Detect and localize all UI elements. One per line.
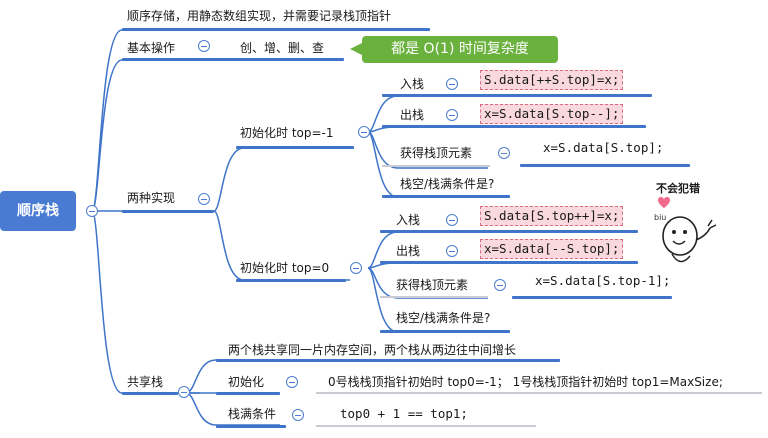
shared-init-detail-underline xyxy=(316,392,762,394)
minus1-push-code: S.data[++S.top]=x; xyxy=(480,70,624,90)
shared-init-toggle[interactable] xyxy=(286,376,298,388)
zero-pop-toggle[interactable] xyxy=(446,245,458,257)
basic-ops-collapse-toggle[interactable] xyxy=(198,40,210,52)
node-shared-underline xyxy=(122,392,178,395)
cartoon-face-sticker: biu xyxy=(654,197,717,263)
shared-init-label: 初始化 xyxy=(228,375,265,389)
zero-push-underline xyxy=(380,230,638,233)
minus1-get-code: x=S.data[S.top]; xyxy=(543,140,664,155)
minus1-get-underline xyxy=(382,165,490,167)
zero-get-toggle[interactable] xyxy=(494,279,506,291)
node-init-zero-underline xyxy=(236,279,346,282)
shared-full-detail-underline xyxy=(316,425,536,427)
node-two-impls-underline xyxy=(122,210,214,213)
node-init-minus1[interactable]: 初始化时 top=-1 xyxy=(240,126,334,140)
minus1-get-toggle[interactable] xyxy=(498,147,510,159)
shared-collapse-toggle[interactable] xyxy=(178,386,190,398)
node-init-zero[interactable]: 初始化时 top=0 xyxy=(240,261,330,275)
minus1-pop-label: 出栈 xyxy=(400,108,425,122)
minus1-get-label: 获得栈顶元素 xyxy=(400,146,473,160)
minus1-cond-label: 栈空/栈满条件是? xyxy=(400,177,495,191)
minus1-push-toggle[interactable] xyxy=(446,78,458,90)
zero-pop-underline xyxy=(380,261,638,264)
root-label: 顺序栈 xyxy=(17,203,59,219)
node-basic-ops[interactable]: 基本操作 xyxy=(127,41,176,55)
complexity-note: 都是 O(1) 时间复杂度 xyxy=(362,36,558,63)
shared-init-underline xyxy=(216,392,280,395)
node-init-minus1-underline xyxy=(236,146,354,149)
shared-desc-underline xyxy=(216,359,560,362)
zero-cond-label: 栈空/栈满条件是? xyxy=(396,311,491,325)
init-zero-collapse-toggle[interactable] xyxy=(350,262,362,274)
sticker-small-text: biu xyxy=(654,213,666,222)
complexity-note-text: 都是 O(1) 时间复杂度 xyxy=(391,41,529,57)
shared-full-toggle[interactable] xyxy=(292,409,304,421)
zero-push-code: S.data[S.top++]=x; xyxy=(480,206,624,226)
zero-push-toggle[interactable] xyxy=(446,214,458,226)
callout-tail xyxy=(350,43,362,55)
zero-get-label: 获得栈顶元素 xyxy=(396,278,469,292)
node-basic-ops-underline xyxy=(122,58,344,61)
shared-full-label: 栈满条件 xyxy=(228,407,277,421)
minus1-pop-toggle[interactable] xyxy=(446,109,458,121)
shared-desc: 两个栈共享同一片内存空间，两个栈从两边往中间增长 xyxy=(228,343,517,357)
minus1-cond-underline xyxy=(382,195,510,198)
minus1-pop-code: x=S.data[S.top--]; xyxy=(480,104,624,124)
root-node[interactable]: 顺序栈 xyxy=(0,191,76,231)
node-storage-underline xyxy=(122,28,430,31)
zero-pop-code: x=S.data[--S.top]; xyxy=(480,239,624,259)
shared-full-detail: top0 + 1 == top1; xyxy=(340,406,468,421)
node-basic-ops-detail: 创、增、删、查 xyxy=(240,41,325,55)
zero-get-code-underline xyxy=(512,296,672,299)
minus1-pop-underline xyxy=(382,125,646,128)
root-collapse-toggle[interactable] xyxy=(86,205,98,217)
minus1-get-code-underline xyxy=(520,164,690,167)
node-storage: 顺序存储，用静态数组实现，并需要记录栈顶指针 xyxy=(127,9,392,23)
zero-push-label: 入栈 xyxy=(396,213,421,227)
zero-pop-label: 出栈 xyxy=(396,244,421,258)
shared-full-underline xyxy=(216,425,286,428)
zero-get-code: x=S.data[S.top-1]; xyxy=(535,273,671,288)
zero-get-underline xyxy=(380,296,488,298)
shared-init-detail: 0号栈栈顶指针初始时 top0=-1； 1号栈栈顶指针初始时 top1=MaxS… xyxy=(328,375,723,389)
sticker-caption: 不会犯错 xyxy=(656,182,700,195)
minus1-push-underline xyxy=(382,94,652,97)
minus1-push-label: 入栈 xyxy=(400,77,425,91)
two-impls-collapse-toggle[interactable] xyxy=(198,193,210,205)
zero-cond-underline xyxy=(380,330,510,333)
init-minus1-collapse-toggle[interactable] xyxy=(358,126,370,138)
node-two-impls[interactable]: 两种实现 xyxy=(127,191,176,205)
node-shared[interactable]: 共享栈 xyxy=(127,375,164,389)
heart-icon xyxy=(658,197,670,208)
